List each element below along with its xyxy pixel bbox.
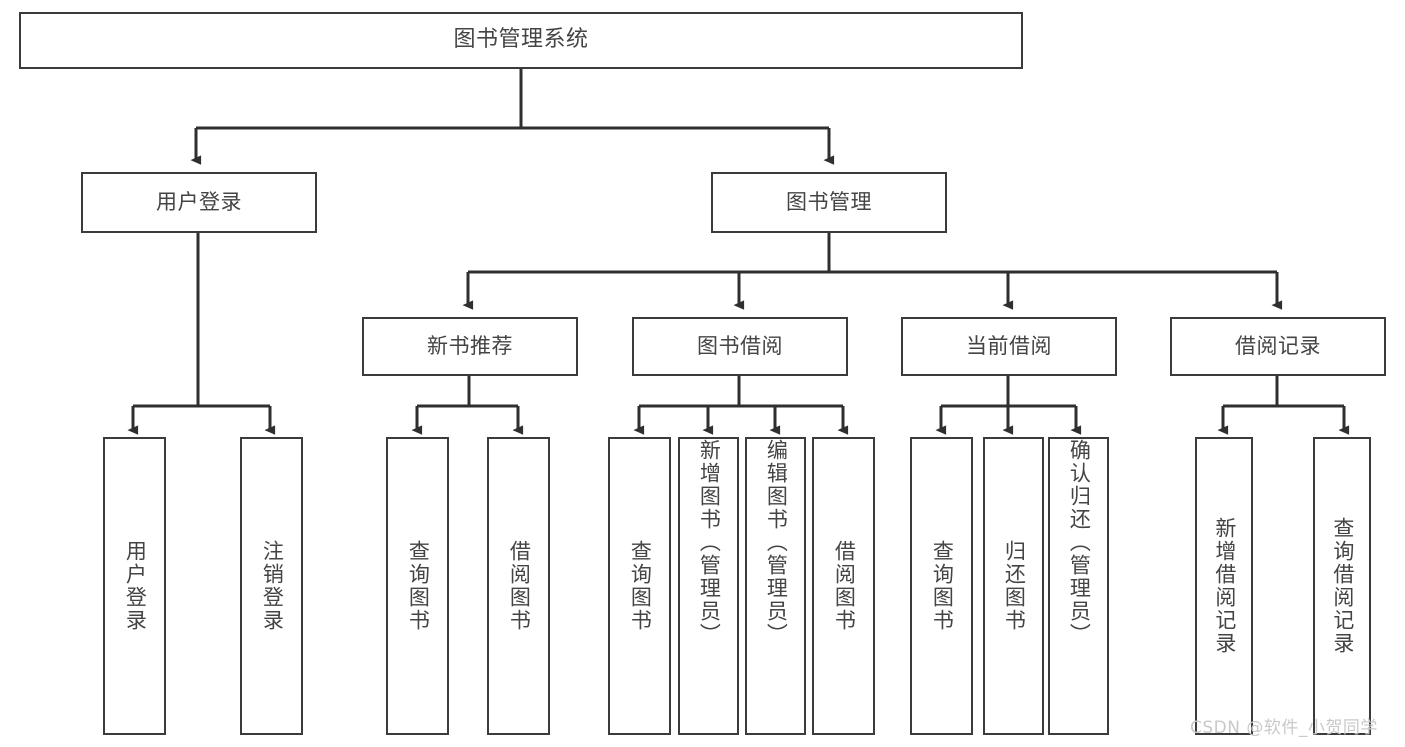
node-borrow-record[interactable]: 借阅记录 <box>1170 317 1386 376</box>
leaf-borrow-book-1[interactable]: 借阅图书 <box>487 437 550 735</box>
leaf-return-book-label: 归还图书 <box>1002 540 1027 632</box>
node-current-borrow[interactable]: 当前借阅 <box>901 317 1117 376</box>
leaf-edit-book[interactable]: 编辑图书（管理员） <box>745 437 806 735</box>
node-current-borrow-label: 当前借阅 <box>966 333 1052 358</box>
leaf-query-book-1-label: 查询图书 <box>406 540 431 632</box>
node-new-book-recommend[interactable]: 新书推荐 <box>362 317 578 376</box>
leaf-edit-book-label: 编辑图书（管理员） <box>764 439 789 646</box>
leaf-user-logout[interactable]: 注销登录 <box>240 437 303 735</box>
node-user-login[interactable]: 用户登录 <box>81 172 317 233</box>
leaf-borrow-book-2[interactable]: 借阅图书 <box>812 437 875 735</box>
node-root-label: 图书管理系统 <box>453 27 589 53</box>
leaf-user-login-label: 用户登录 <box>123 540 148 632</box>
leaf-query-book-1[interactable]: 查询图书 <box>386 437 449 735</box>
node-book-manage-label: 图书管理 <box>786 189 872 214</box>
leaf-user-login[interactable]: 用户登录 <box>103 437 166 735</box>
leaf-return-book[interactable]: 归还图书 <box>983 437 1044 735</box>
leaf-query-record[interactable]: 查询借阅记录 <box>1313 437 1371 735</box>
node-book-borrow-label: 图书借阅 <box>697 333 783 358</box>
leaf-query-book-2[interactable]: 查询图书 <box>608 437 671 735</box>
leaf-user-logout-label: 注销登录 <box>260 540 285 632</box>
leaf-add-record-label: 新增借阅记录 <box>1212 517 1237 655</box>
leaf-query-book-3-label: 查询图书 <box>930 540 955 632</box>
leaf-confirm-return-label: 确认归还（管理员） <box>1067 439 1092 646</box>
leaf-add-book[interactable]: 新增图书（管理员） <box>678 437 739 735</box>
leaf-query-book-3[interactable]: 查询图书 <box>910 437 973 735</box>
node-book-borrow[interactable]: 图书借阅 <box>632 317 848 376</box>
node-book-manage[interactable]: 图书管理 <box>711 172 947 233</box>
leaf-borrow-book-2-label: 借阅图书 <box>832 540 857 632</box>
leaf-borrow-book-1-label: 借阅图书 <box>507 540 532 632</box>
leaf-query-record-label: 查询借阅记录 <box>1330 517 1355 655</box>
leaf-confirm-return[interactable]: 确认归还（管理员） <box>1048 437 1109 735</box>
node-root[interactable]: 图书管理系统 <box>19 12 1023 69</box>
leaf-add-record[interactable]: 新增借阅记录 <box>1195 437 1253 735</box>
node-new-book-recommend-label: 新书推荐 <box>427 333 513 358</box>
leaf-query-book-2-label: 查询图书 <box>628 540 653 632</box>
node-borrow-record-label: 借阅记录 <box>1235 333 1321 358</box>
csdn-watermark: CSDN @软件_小贺同学 <box>1190 718 1378 738</box>
node-user-login-label: 用户登录 <box>156 189 242 214</box>
leaf-add-book-label: 新增图书（管理员） <box>697 439 722 646</box>
